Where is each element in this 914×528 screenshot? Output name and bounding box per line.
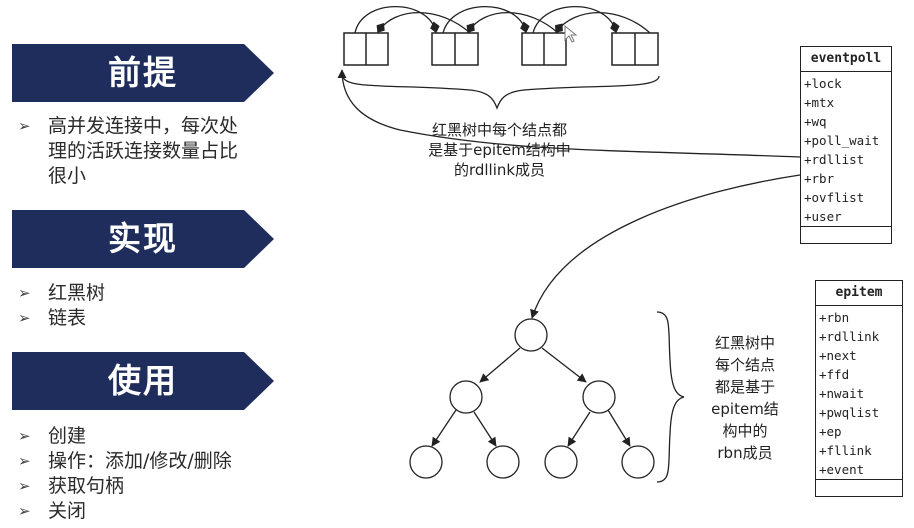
- list-item: ➢关闭: [18, 500, 87, 522]
- tree-node: [409, 445, 443, 479]
- tree-node: [582, 380, 616, 414]
- banner-title: 实现: [108, 219, 178, 258]
- struct-field: +event: [819, 462, 865, 477]
- struct-field: +mtx: [804, 95, 835, 110]
- tree-note: 红黑树中 每个结点 都是基于 epitem结 构中的 rbn成员: [711, 334, 779, 462]
- list-item: 很小: [48, 165, 87, 187]
- banner-title: 前提: [108, 53, 178, 92]
- tree-node-root: [514, 318, 548, 352]
- bullet-list-prerequisite: ➢高并发连接中，每次处 理的活跃连接数量占比 很小: [18, 114, 238, 189]
- struct-field: +wq: [804, 114, 827, 129]
- struct-field: +rbn: [819, 310, 850, 325]
- eventpoll-struct: eventpoll +lock +mtx +wq +poll_wait +rdl…: [800, 46, 892, 244]
- struct-field: +lock: [804, 76, 842, 91]
- banner-title: 使用: [108, 361, 178, 400]
- struct-field: +next: [819, 348, 857, 363]
- list-node: [611, 32, 659, 66]
- struct-field: +fllink: [819, 443, 872, 458]
- bullet-arrow-icon: ➢: [18, 477, 31, 495]
- list-item: ➢链表: [18, 307, 87, 329]
- struct-field: +ffd: [819, 367, 850, 382]
- epitem-struct: epitem +rbn +rdllink +next +ffd +nwait +…: [815, 280, 903, 497]
- struct-methods-section: [816, 479, 902, 496]
- rbr-pointer: [530, 174, 801, 319]
- bullet-list-usage: ➢创建 ➢操作：添加/修改/删除 ➢获取句柄 ➢关闭: [18, 424, 232, 524]
- struct-field: +rdllink: [819, 329, 880, 344]
- list-node: [521, 32, 567, 66]
- list-item: 理的活跃连接数量占比: [48, 140, 239, 162]
- banner-usage: 使用: [12, 352, 274, 410]
- banner-implementation: 实现: [12, 210, 274, 268]
- mouse-cursor-icon: [564, 24, 578, 43]
- struct-field: +user: [804, 209, 842, 224]
- bullet-arrow-icon: ➢: [18, 427, 31, 445]
- list-item: ➢获取句柄: [18, 475, 125, 497]
- list-item: ➢操作：添加/修改/删除: [18, 450, 232, 472]
- epitem-struct-name: epitem: [816, 281, 902, 306]
- struct-field: +pwqlist: [819, 405, 880, 420]
- struct-field: +nwait: [819, 386, 865, 401]
- epitem-fields: +rbn +rdllink +next +ffd +nwait +pwqlist…: [816, 306, 902, 479]
- tree-edges: [431, 347, 631, 447]
- struct-field: +rbr: [804, 171, 835, 186]
- bullet-arrow-icon: ➢: [18, 452, 31, 470]
- tree-brace: [656, 311, 685, 483]
- list-item: ➢创建: [18, 425, 87, 447]
- list-node: [343, 32, 389, 66]
- eventpoll-fields: +lock +mtx +wq +poll_wait +rdllist +rbr …: [801, 72, 891, 226]
- bullet-arrow-icon: ➢: [18, 309, 31, 327]
- rdllist-pointer: [337, 69, 801, 158]
- banner-prerequisite: 前提: [12, 44, 274, 102]
- bullet-arrow-icon: ➢: [18, 502, 31, 520]
- struct-methods-section: [801, 226, 891, 243]
- struct-field: +ovflist: [804, 190, 865, 205]
- struct-field: +poll_wait: [804, 133, 880, 148]
- struct-field: +ep: [819, 424, 842, 439]
- list-brace: [342, 75, 660, 110]
- tree-node: [621, 445, 655, 479]
- bullet-list-implementation: ➢红黑树 ➢链表: [18, 281, 105, 331]
- tree-node: [544, 445, 578, 479]
- bullet-arrow-icon: ➢: [18, 117, 31, 135]
- tree-node: [486, 445, 520, 479]
- eventpoll-struct-name: eventpoll: [801, 47, 891, 72]
- tree-node: [449, 380, 483, 414]
- list-links: [354, 5, 651, 34]
- list-item: ➢红黑树: [18, 282, 106, 304]
- bullet-arrow-icon: ➢: [18, 284, 31, 302]
- struct-field: +rdllist: [804, 152, 865, 167]
- list-note: 红黑树中每个结点都 是基于epitem结构中 的rdllink成员: [428, 121, 571, 179]
- list-node: [431, 32, 479, 66]
- list-item: ➢高并发连接中，每次处: [18, 115, 239, 137]
